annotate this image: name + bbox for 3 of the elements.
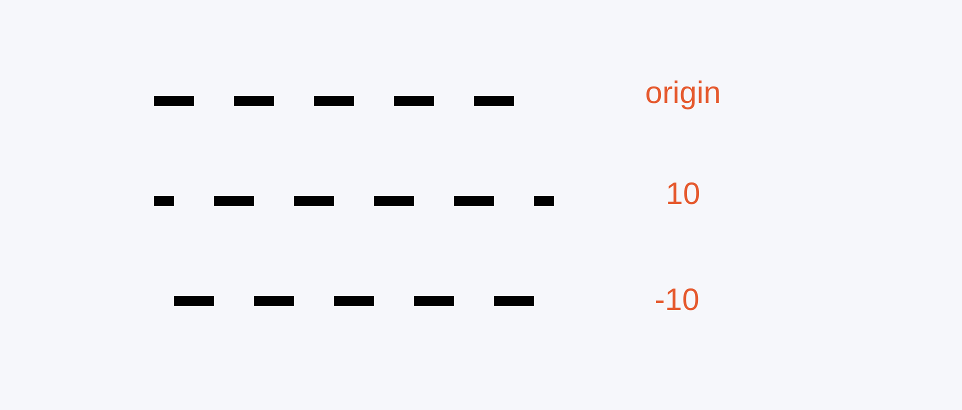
dash-offset-label: -10 [654,282,700,318]
dash-offset-label: origin [645,75,721,111]
dash-offset-label: 10 [666,176,700,212]
